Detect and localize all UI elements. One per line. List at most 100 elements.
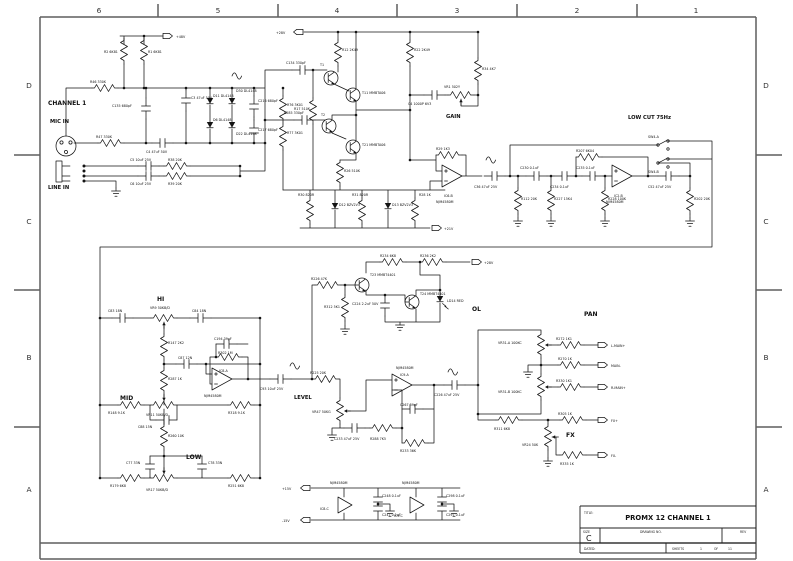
label-r26: R26 510K: [344, 169, 361, 173]
schematic: +48V R2 6K81 R1 6K81 R46 330K C135 680pF…: [48, 28, 713, 524]
label-r147: R147 2K2: [168, 341, 184, 345]
label-r236: R236 2K2: [420, 254, 436, 258]
resistor-r305: [559, 416, 587, 424]
resistor-r234: [379, 258, 407, 266]
label-21v: +21V: [444, 227, 454, 231]
opamp-ic9c: [409, 496, 425, 514]
resistor-r30: [306, 197, 314, 225]
section-level: LEVEL: [294, 395, 312, 401]
wires-clamp: [209, 87, 284, 191]
ground-icon: [600, 217, 610, 227]
zone-row-d-right: D: [763, 81, 769, 90]
resistor-r287: [160, 367, 168, 395]
zone-col-3: 3: [455, 6, 460, 15]
wires-preamp: [282, 31, 479, 229]
resistor-r260: [160, 423, 168, 451]
wiper-arrow: [458, 98, 464, 106]
size-label: SIZE: [583, 530, 590, 534]
label-ic6b: IC6-B: [444, 194, 453, 198]
jack-contact: [82, 179, 86, 183]
resistor-r26: [336, 159, 344, 187]
label-r30: R30 820R: [298, 193, 315, 197]
capacitor-c41: [423, 90, 446, 100]
ol-section: R226 47K T23 MMBT4401 R312 5K1 R234 6K8 …: [311, 254, 494, 380]
sheet-border: 6 5 4 3 2 1 D C B A D C B A: [14, 4, 782, 560]
resistor-r148: [117, 401, 145, 409]
label-d22: D22 DL4148: [236, 132, 257, 136]
zone-col-2: 2: [575, 6, 580, 15]
capacitor-c77: [145, 455, 155, 478]
wires-lowcut: [99, 140, 713, 319]
label-r112: R112 20K: [521, 197, 538, 201]
ground-icon: [395, 321, 405, 331]
title-label: TITLE:: [583, 511, 593, 515]
resistor-r330: [557, 383, 585, 391]
switch-sw4a: [656, 139, 670, 151]
label-r270: R270 1K: [558, 357, 573, 361]
label-c52: C52 47uF 25V: [648, 185, 672, 189]
resistor-r179: [117, 474, 145, 482]
label-d30: D30 DL4148: [236, 89, 257, 93]
resistor-r12: [334, 39, 342, 67]
resistor-r112: [514, 187, 522, 215]
resistor-r39: [163, 172, 191, 180]
terminal-fx-neg: [597, 451, 608, 459]
label-r38: R38 20K: [168, 158, 183, 162]
junction-dots: [98, 30, 692, 506]
label-c135: C135 680pF: [112, 104, 132, 108]
of-label: OF: [714, 547, 718, 551]
resistor-r207: [575, 153, 603, 161]
capacitor-c83: [111, 313, 134, 323]
transistor-t1: [323, 70, 339, 86]
resistor-r236: [419, 258, 447, 266]
resistor-r272: [557, 341, 585, 349]
section-low: LOW: [186, 454, 202, 461]
label-c83: C83 18N: [108, 309, 123, 313]
section-fx: FX: [566, 432, 575, 439]
label-r225: R225 20K: [310, 371, 327, 375]
terminal-main-neg: [597, 361, 608, 369]
section-pan: PAN: [584, 311, 598, 318]
label-fx-pos: FX+: [611, 419, 618, 423]
label-r28: R28 1K: [419, 193, 432, 197]
jack-contact: [82, 174, 86, 178]
border-frame: [14, 4, 782, 560]
resistor-r251: [227, 474, 255, 482]
capacitor-c233: [343, 423, 366, 433]
label-r34: R34 4K7: [482, 67, 496, 71]
resistor-r28: [411, 197, 419, 225]
resistor-r46: [91, 84, 119, 92]
lowcut-section: IC6-B NJM4580M R29 1K3 C36 47uF 25V R112…: [99, 115, 713, 319]
label-c235: C235 0.1uF: [576, 166, 595, 170]
label-vr1: VR1 502Y: [444, 85, 461, 89]
eq-section: HI VR9 50KB/D C83 18N C84 18N R147 2K2 C…: [99, 296, 313, 492]
pot-vr9: [150, 314, 178, 322]
label-d13: D13 BZV2V3: [392, 203, 413, 207]
label-r22: R22 2K49: [414, 48, 430, 52]
resistor-r31: [358, 197, 366, 225]
label-r228: R228 100K: [608, 197, 627, 201]
label-r202: R202 20K: [694, 197, 711, 201]
capacitor-c5: [137, 161, 160, 171]
pot-vr31b: [537, 373, 545, 401]
label-c297: C297 0.1uF: [446, 513, 465, 517]
pot-vr1: [447, 91, 475, 99]
sheets-total: 11: [728, 547, 732, 551]
title-block-lines: [579, 505, 756, 554]
resistor-r226: [314, 281, 342, 289]
label-vr31a: VR31-A 100KC: [498, 341, 522, 345]
terminal-r-main: [597, 383, 608, 391]
capacitor-c52: [657, 171, 680, 181]
label-r1: R1 6K81: [148, 50, 162, 54]
zone-col-5: 5: [216, 6, 221, 15]
label-48v: +48V: [176, 35, 186, 39]
jack-contact: [82, 169, 86, 173]
pot-vr31a: [537, 331, 545, 359]
xlr-connector: [55, 135, 77, 157]
resistor-r318: [227, 401, 255, 409]
label-c78: C78 33N: [208, 461, 223, 465]
label-c217: C217 680pF: [258, 128, 278, 132]
terminal-28v: [293, 28, 304, 36]
label-vr11: VR11 50KB/D: [146, 413, 169, 417]
capacitor-c230: [525, 171, 548, 181]
